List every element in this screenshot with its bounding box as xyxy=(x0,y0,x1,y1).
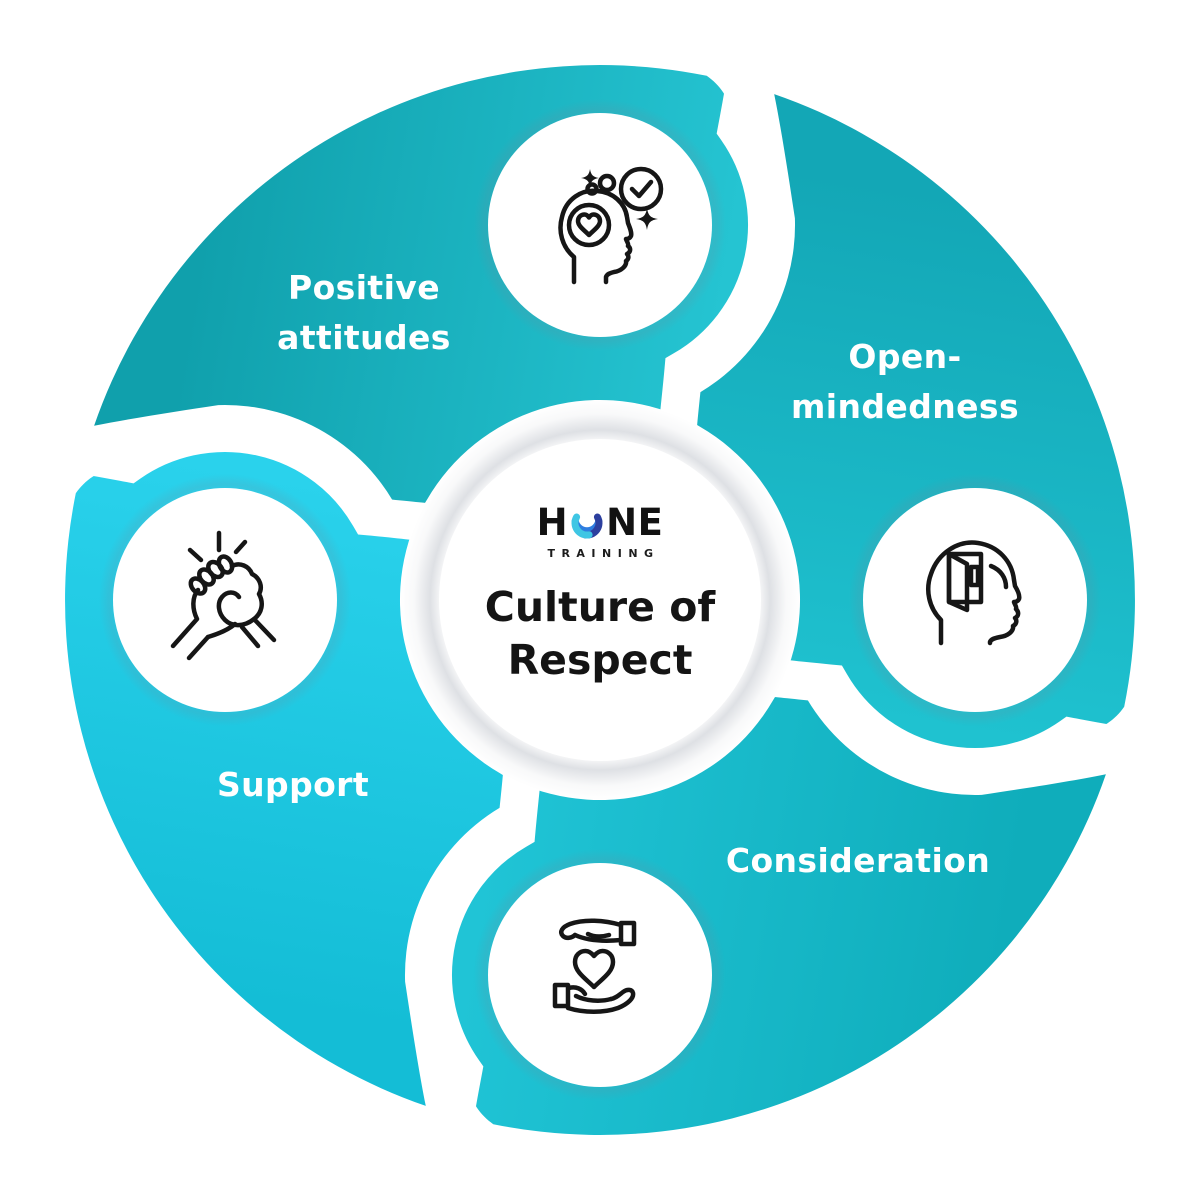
segment-label-consideration: Consideration xyxy=(726,836,990,886)
hands-holding-heart-icon xyxy=(552,918,637,1014)
label-line: Open- xyxy=(848,336,962,376)
segment-label-open-mindedness: Open- mindedness xyxy=(791,332,1019,432)
icon-circles xyxy=(99,99,1101,1101)
support-circle xyxy=(113,488,337,712)
segment-label-support: Support xyxy=(217,760,369,810)
title-line: Culture of xyxy=(484,583,716,631)
clasped-hands-icon xyxy=(170,530,277,661)
hone-logo: H NE xyxy=(430,504,770,541)
diagram-title: Culture of Respect xyxy=(430,581,770,688)
logo-text-ne: NE xyxy=(606,501,664,544)
sparkle-icon xyxy=(636,208,658,230)
head-heart-check-icon xyxy=(558,166,664,285)
open-door-mind-icon xyxy=(926,540,1022,646)
label-line: Support xyxy=(216,764,370,804)
label-line: attitudes xyxy=(277,318,451,357)
label-line: mindedness xyxy=(791,387,1019,426)
label-line: Consideration xyxy=(725,840,991,880)
segment-label-positive-attitudes: Positive attitudes xyxy=(277,263,451,363)
label-line: Positive xyxy=(288,267,440,307)
title-line: Respect xyxy=(507,636,693,685)
swirl-ring-icon xyxy=(571,513,603,538)
sparkle-icon xyxy=(581,169,599,187)
center-circle xyxy=(439,439,761,761)
logo-text-h: H xyxy=(536,501,569,544)
consideration-circle xyxy=(488,863,712,1087)
center-content: H NE TRAINING Culture of Respect xyxy=(430,504,770,688)
logo-subtitle: TRAINING xyxy=(547,547,660,560)
